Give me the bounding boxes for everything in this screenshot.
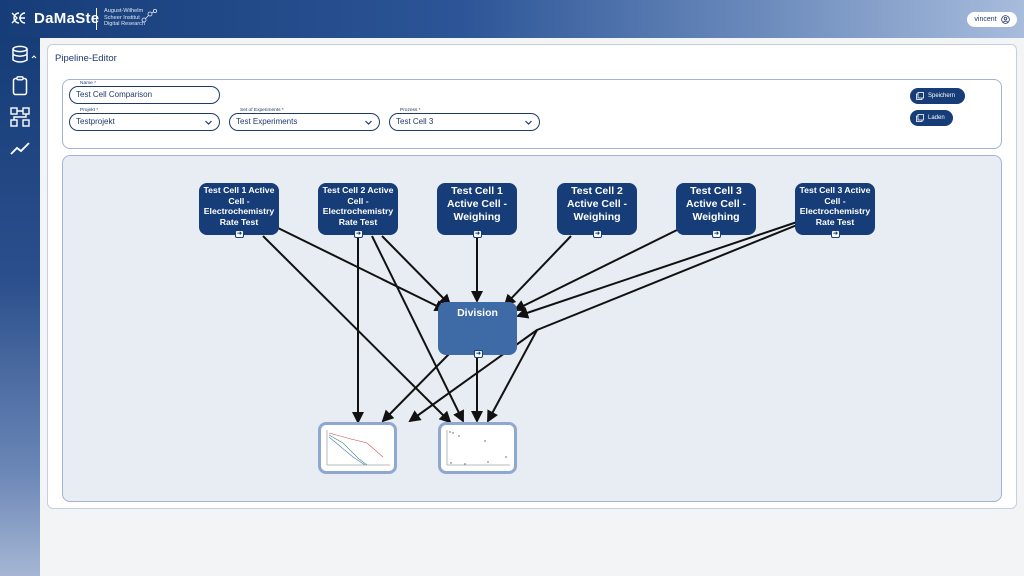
user-menu-button[interactable]: vincent bbox=[967, 12, 1017, 27]
mini-line-plot bbox=[326, 430, 390, 466]
logo-icon bbox=[11, 12, 26, 24]
node-output-port[interactable]: ➜ bbox=[235, 230, 244, 238]
division-node[interactable]: Division ➜ bbox=[438, 302, 517, 358]
plot-output-node[interactable] bbox=[438, 422, 517, 474]
prozess-select[interactable]: Prozess * Test Cell 3 bbox=[389, 108, 540, 131]
node-label: Test Cell 1 Active Cell - Weighing bbox=[446, 185, 508, 223]
node-output-port[interactable]: ➜ bbox=[473, 230, 482, 238]
projekt-value: Testprojekt bbox=[76, 117, 115, 126]
save-label: Speichern bbox=[928, 93, 956, 99]
set-label: Set of Experiments * bbox=[238, 108, 286, 113]
node-output-port[interactable]: ➜ bbox=[354, 230, 363, 238]
load-button[interactable]: Laden bbox=[910, 110, 953, 126]
brand-text: August-Wilhelm Scheer Institut Digital R… bbox=[104, 8, 145, 28]
set-of-experiments-select[interactable]: Set of Experiments * Test Experiments bbox=[229, 108, 380, 131]
save-icon bbox=[916, 92, 924, 100]
save-button[interactable]: Speichern bbox=[910, 88, 965, 104]
node-output-port[interactable]: ➜ bbox=[474, 350, 483, 358]
node-label: Test Cell 1 Active Cell - Electrochemist… bbox=[203, 185, 275, 227]
pipeline-node[interactable]: Test Cell 1 Active Cell - Weighing ➜ bbox=[437, 183, 517, 238]
plot-output-node[interactable] bbox=[318, 422, 397, 474]
prozess-value: Test Cell 3 bbox=[396, 117, 434, 126]
page-title: Pipeline-Editor bbox=[55, 53, 117, 64]
load-icon bbox=[916, 114, 924, 122]
user-avatar-icon bbox=[1000, 15, 1010, 24]
brand-line: August-Wilhelm bbox=[104, 8, 144, 14]
node-label: Test Cell 2 Active Cell - Electrochemist… bbox=[322, 185, 394, 227]
pipeline-form: Name * Test Cell Comparison Projekt * Te… bbox=[62, 79, 1002, 149]
mini-scatter-plot bbox=[446, 430, 510, 466]
pipeline-node[interactable]: Test Cell 2 Active Cell - Weighing ➜ bbox=[557, 183, 637, 238]
name-label: Name * bbox=[78, 81, 98, 86]
top-bar: DaMaSte August-Wilhelm Scheer Institut D… bbox=[0, 0, 1024, 38]
clipboard-icon[interactable] bbox=[9, 75, 31, 97]
molecule-icon bbox=[141, 8, 157, 23]
brand-divider bbox=[96, 8, 97, 30]
prozess-label: Prozess * bbox=[398, 108, 423, 113]
user-name: vincent bbox=[974, 16, 997, 23]
node-label: Test Cell 3 Active Cell - Weighing bbox=[685, 185, 747, 223]
division-label: Division bbox=[457, 307, 498, 319]
name-field[interactable]: Name * Test Cell Comparison bbox=[69, 81, 220, 104]
projekt-select[interactable]: Projekt * Testprojekt bbox=[69, 108, 220, 131]
chevron-down-icon bbox=[365, 120, 372, 125]
chevron-down-icon bbox=[525, 120, 532, 125]
database-icon[interactable] bbox=[9, 44, 31, 66]
projekt-label: Projekt * bbox=[78, 108, 101, 113]
chevron-up-icon[interactable] bbox=[31, 54, 37, 60]
pipeline-node[interactable]: Test Cell 3 Active Cell - Weighing ➜ bbox=[676, 183, 756, 238]
node-output-port[interactable]: ➜ bbox=[831, 230, 840, 238]
pipeline-node[interactable]: Test Cell 2 Active Cell - Electrochemist… bbox=[318, 183, 398, 238]
node-label: Test Cell 3 Active Cell - Electrochemist… bbox=[799, 185, 871, 227]
pipeline-icon[interactable] bbox=[9, 106, 31, 128]
pipeline-node[interactable]: Test Cell 3 Active Cell - Electrochemist… bbox=[795, 183, 875, 238]
node-output-port[interactable]: ➜ bbox=[712, 230, 721, 238]
chart-line-icon[interactable] bbox=[9, 137, 31, 159]
pipeline-node[interactable]: Test Cell 1 Active Cell - Electrochemist… bbox=[199, 183, 279, 238]
brand-line: Digital Research bbox=[104, 21, 146, 27]
sidebar bbox=[0, 38, 40, 576]
set-value: Test Experiments bbox=[236, 117, 298, 126]
load-label: Laden bbox=[928, 115, 945, 121]
node-label: Test Cell 2 Active Cell - Weighing bbox=[566, 185, 628, 223]
app-title: DaMaSte bbox=[34, 10, 100, 27]
brand-line: Scheer Institut bbox=[104, 14, 140, 21]
name-value: Test Cell Comparison bbox=[76, 90, 153, 99]
chevron-down-icon bbox=[205, 120, 212, 125]
node-output-port[interactable]: ➜ bbox=[593, 230, 602, 238]
